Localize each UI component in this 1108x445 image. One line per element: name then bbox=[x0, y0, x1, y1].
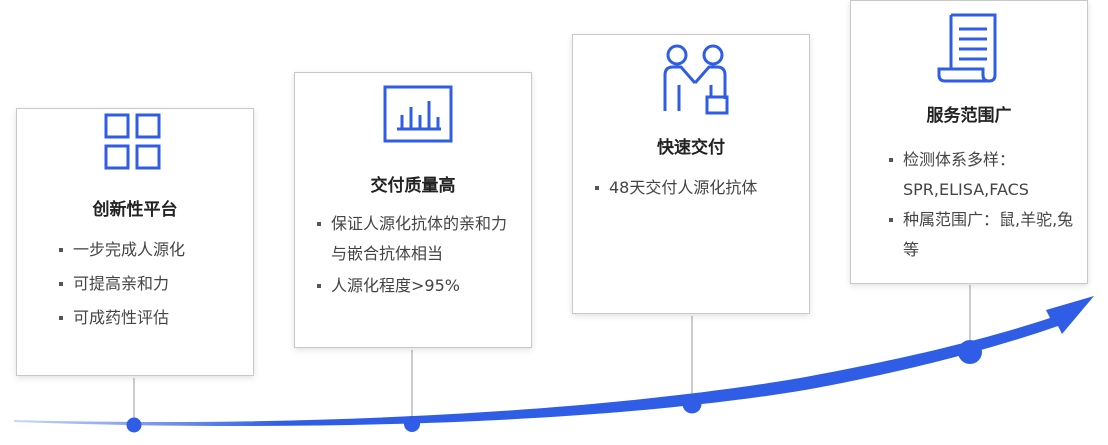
handshake-icon bbox=[663, 44, 729, 115]
list-item: 检测体系多样：SPR,ELISA,FACS bbox=[889, 145, 1077, 205]
card-feature-list: 检测体系多样：SPR,ELISA,FACS 种属范围广：鼠,羊驼,兔等 bbox=[889, 145, 1077, 265]
timeline-dot-3 bbox=[682, 394, 702, 414]
feature-card-scope: 服务范围广 检测体系多样：SPR,ELISA,FACS 种属范围广：鼠,羊驼,兔… bbox=[850, 0, 1088, 284]
feature-card-delivery: 快速交付 48天交付人源化抗体 bbox=[572, 34, 810, 314]
list-item: 种属范围广：鼠,羊驼,兔等 bbox=[889, 205, 1077, 265]
list-item: 人源化程度>95% bbox=[317, 269, 517, 303]
feature-card-quality: 交付质量高 保证人源化抗体的亲和力与嵌合抗体相当 人源化程度>95% bbox=[294, 72, 532, 348]
timeline-dot-2 bbox=[404, 416, 420, 432]
card-feature-list: 保证人源化抗体的亲和力与嵌合抗体相当 人源化程度>95% bbox=[317, 209, 517, 303]
card-title: 服务范围广 bbox=[926, 106, 1012, 126]
list-item: 一步完成人源化 bbox=[58, 233, 185, 267]
feature-card-platform: 创新性平台 一步完成人源化 可提高亲和力 可成药性评估 bbox=[16, 108, 254, 376]
list-item: 保证人源化抗体的亲和力与嵌合抗体相当 bbox=[317, 209, 517, 269]
list-item: 可成药性评估 bbox=[58, 301, 185, 335]
bar-chart-icon bbox=[383, 85, 453, 143]
timeline-dot-4 bbox=[958, 340, 982, 364]
card-title: 创新性平台 bbox=[92, 200, 178, 220]
card-title: 交付质量高 bbox=[370, 176, 456, 196]
card-title: 快速交付 bbox=[657, 138, 725, 158]
list-item: 可提高亲和力 bbox=[58, 267, 185, 301]
document-icon bbox=[937, 13, 997, 83]
timeline-dot-1 bbox=[126, 417, 142, 433]
card-feature-list: 48天交付人源化抗体 bbox=[594, 171, 757, 205]
list-item: 48天交付人源化抗体 bbox=[594, 171, 757, 205]
card-feature-list: 一步完成人源化 可提高亲和力 可成药性评估 bbox=[58, 233, 185, 335]
grid-icon bbox=[104, 113, 161, 170]
